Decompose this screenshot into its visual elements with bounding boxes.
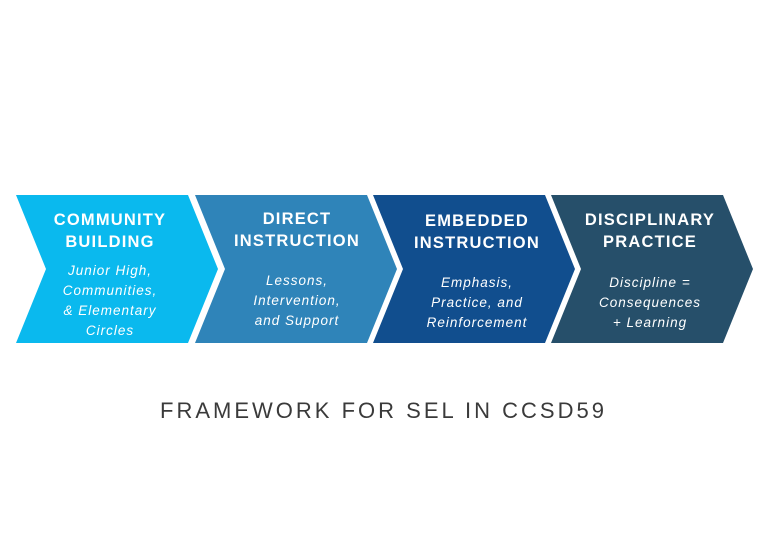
step-subtitle: Lessons, Intervention, and Support <box>253 273 341 328</box>
step-title: EMBEDDED INSTRUCTION <box>414 212 540 252</box>
step-subtitle: Emphasis, Practice, and Reinforcement <box>426 275 528 330</box>
chevron-arrow-shape <box>551 195 753 343</box>
framework-caption: FRAMEWORK FOR SEL IN CCSD59 <box>160 398 607 423</box>
step-title: DIRECT INSTRUCTION <box>234 210 360 250</box>
step-community-building: COMMUNITY BUILDING Junior High, Communit… <box>16 195 218 343</box>
chevron-arrow-shape <box>16 195 218 343</box>
chevron-arrow-shape <box>195 195 397 343</box>
chevron-arrow-shape <box>373 195 575 343</box>
step-embedded-instruction: EMBEDDED INSTRUCTION Emphasis, Practice,… <box>373 195 575 343</box>
step-subtitle: Discipline = Consequences + Learning <box>598 275 702 330</box>
step-title: COMMUNITY BUILDING <box>53 211 167 251</box>
step-title: DISCIPLINARY PRACTICE <box>584 211 716 251</box>
step-disciplinary-practice: DISCIPLINARY PRACTICE Discipline = Conse… <box>551 195 753 343</box>
step-direct-instruction: DIRECT INSTRUCTION Lessons, Intervention… <box>195 195 397 343</box>
step-subtitle: Junior High, Communities, & Elementary C… <box>62 263 158 338</box>
